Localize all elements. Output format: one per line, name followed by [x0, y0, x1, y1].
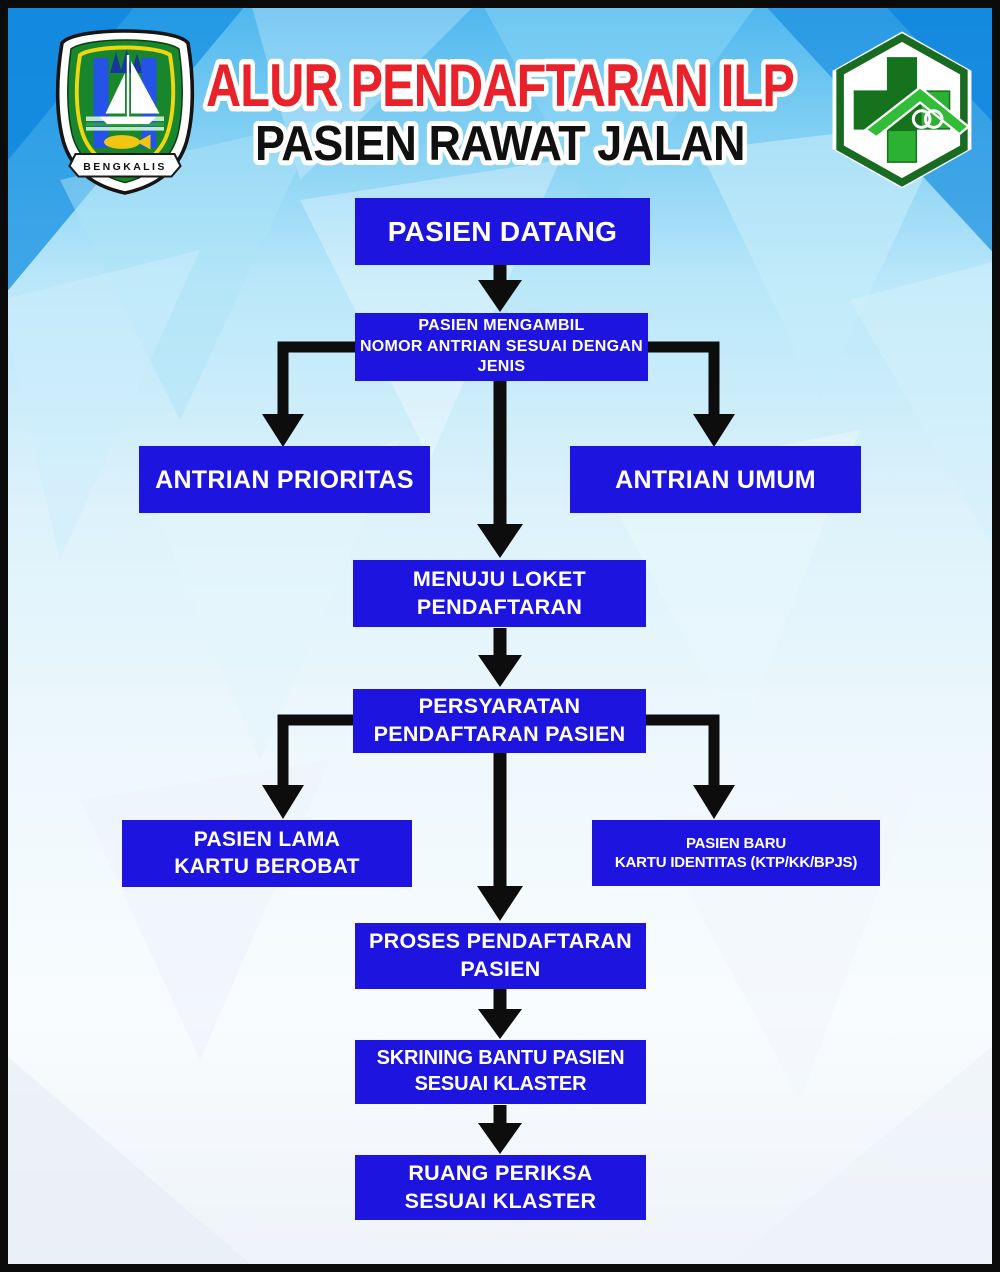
name-ribbon: BENGKALIS	[68, 152, 182, 178]
family-circles	[911, 109, 944, 129]
node-label-line: SKRINING BANTU PASIEN	[376, 1047, 625, 1070]
node-label-line: ANTRIAN UMUM	[615, 465, 816, 494]
arrow-persyaratan-to-lama	[277, 714, 354, 787]
arrow-heads	[262, 280, 735, 1154]
roof-shape	[863, 85, 971, 139]
node-label-line: SESUAI KLASTER	[404, 1188, 597, 1213]
node-label-line: JENIS	[477, 358, 526, 376]
arrow-persyaratan-to-baru	[646, 714, 720, 787]
node-label-line: NOMOR ANTRIAN SESUAI DENGAN	[359, 337, 644, 355]
node-label-line: PASIEN DATANG	[387, 215, 618, 247]
node-label-line: ANTRIAN PRIORITAS	[155, 465, 414, 494]
flow-node-persyaratan-pendaftaran: PERSYARATAN PENDAFTARAN PASIEN	[353, 689, 646, 753]
puskesmas-logo	[832, 31, 972, 189]
node-label-line: PASIEN LAMA	[193, 827, 341, 851]
arrow-nomor-to-umum	[648, 341, 720, 416]
arrow-nomor-to-prioritas	[277, 341, 355, 416]
node-label-line: PERSYARATAN	[418, 694, 581, 719]
gold-fish	[104, 134, 151, 150]
flow-node-pasien-datang: PASIEN DATANG	[355, 198, 650, 265]
page-title: ALUR PENDAFTARAN ILP	[206, 52, 794, 119]
node-label-line: PASIEN BARU	[685, 834, 787, 852]
node-label-line: PROSES PENDAFTARAN	[368, 929, 633, 954]
flow-node-pasien-lama: PASIEN LAMA KARTU BEROBAT	[122, 820, 412, 887]
flow-node-pasien-baru: PASIEN BARU KARTU IDENTITAS (KTP/KK/BPJS…	[592, 820, 880, 886]
flow-node-proses-pendaftaran: PROSES PENDAFTARAN PASIEN	[355, 923, 646, 989]
node-label-line: MENUJU LOKET	[412, 566, 587, 591]
bengkalis-regency-logo: BENGKALIS	[55, 29, 195, 195]
sailboat	[99, 55, 160, 124]
node-label-line: KARTU BEROBAT	[174, 854, 360, 878]
flow-node-antrian-prioritas: ANTRIAN PRIORITAS	[139, 446, 430, 513]
regency-name-text: BENGKALIS	[83, 161, 166, 173]
node-label-line: RUANG PERIKSA	[408, 1160, 593, 1185]
flow-node-antrian-umum: ANTRIAN UMUM	[570, 446, 861, 513]
flow-node-pasien-mengambil-nomor: PASIEN MENGAMBIL NOMOR ANTRIAN SESUAI DE…	[355, 313, 648, 381]
node-label-line: PASIEN MENGAMBIL	[418, 317, 585, 335]
node-label-line: PENDAFTARAN	[416, 594, 583, 619]
node-label-line: SESUAI KLASTER	[414, 1073, 587, 1095]
node-label-line: KARTU IDENTITAS (KTP/KK/BPJS)	[614, 854, 858, 871]
page-subtitle: PASIEN RAWAT JALAN	[255, 117, 745, 171]
header-title-group: ALUR PENDAFTARAN ILP PASIEN RAWAT JALAN	[201, 47, 801, 177]
node-label-line: PENDAFTARAN PASIEN	[373, 722, 626, 746]
node-label-line: PASIEN	[460, 957, 541, 981]
flow-node-menuju-loket: MENUJU LOKET PENDAFTARAN	[353, 560, 646, 627]
flow-node-ruang-periksa: RUANG PERIKSA SESUAI KLASTER	[355, 1155, 646, 1220]
flow-node-skrining-bantu: SKRINING BANTU PASIEN SESUAI KLASTER	[355, 1040, 646, 1104]
